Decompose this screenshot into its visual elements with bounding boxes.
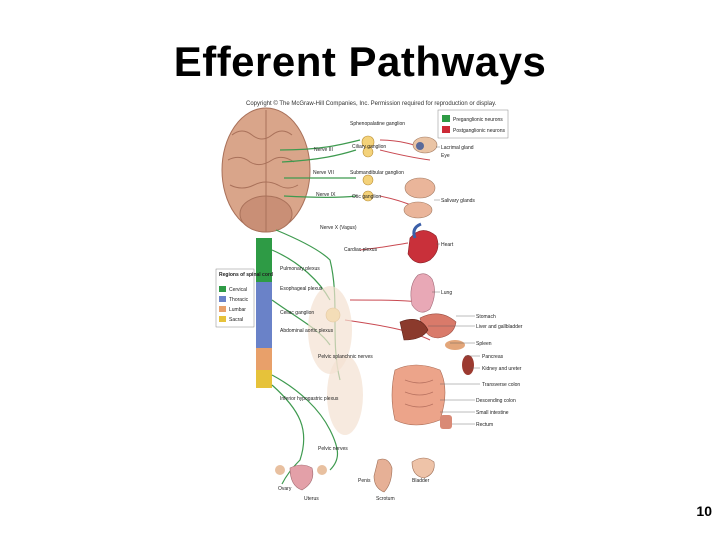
bladder-organ xyxy=(411,457,435,479)
label-pelvic-nerves: Pelvic nerves xyxy=(318,446,348,452)
label-nerve7: Nerve VII xyxy=(313,170,334,176)
label-pelvic-splanchnic: Pelvic splanchnic nerves xyxy=(318,354,373,360)
label-stomach: Stomach xyxy=(476,314,496,320)
legend-swatch-preganglionic xyxy=(442,115,450,122)
legend-swatch-thoracic xyxy=(219,296,226,302)
label-bladder: Bladder xyxy=(412,478,430,484)
label-lacrimal: Lacrimal gland xyxy=(441,145,474,151)
label-sphenopalatine: Sphenopalatine ganglion xyxy=(350,121,405,127)
organs xyxy=(275,136,474,493)
legend-label-lumbar: Lumbar xyxy=(229,307,246,313)
legend-swatch-postganglionic xyxy=(442,126,450,133)
label-abdominal: Abdominal aortic plexus xyxy=(280,328,334,334)
legend-swatch-sacral xyxy=(219,316,226,322)
kidney-organ xyxy=(462,355,474,375)
label-nerve9: Nerve IX xyxy=(316,192,336,198)
label-nerve3: Nerve III xyxy=(314,147,333,153)
legend-neurons: Preganglionic neurons Postganglionic neu… xyxy=(437,109,509,139)
legend-label-sacral: Sacral xyxy=(229,317,243,323)
label-penis: Penis xyxy=(358,478,371,484)
label-celiac: Celiac ganglion xyxy=(280,310,314,316)
label-descending-colon: Descending colon xyxy=(476,398,516,404)
liver-organ xyxy=(399,319,429,341)
leader-lines xyxy=(428,146,480,425)
label-inferior-hypogastric: Inferior hypogastric plexus xyxy=(280,396,339,402)
label-kidney: Kidney and ureter xyxy=(482,366,522,372)
slide-number: 10 xyxy=(696,503,712,519)
label-pulmonary: Pulmonary plexus xyxy=(280,266,320,272)
label-cardiac: Cardiac plexus xyxy=(344,247,378,253)
label-uterus: Uterus xyxy=(304,496,319,502)
spinal-cord xyxy=(256,238,272,388)
legend-label-cervical: Cervical xyxy=(229,287,247,293)
label-esophageal: Esophageal plexus xyxy=(280,286,323,292)
legend-label-thoracic: Thoracic xyxy=(229,297,249,303)
legend-spinal-title: Regions of spinal cord xyxy=(219,272,273,278)
label-scrotum: Scrotum xyxy=(376,496,395,502)
label-eye: Eye xyxy=(441,153,450,159)
salivary-organ xyxy=(404,177,436,199)
label-small-intestine: Small intestine xyxy=(476,410,509,416)
slide-title: Efferent Pathways xyxy=(173,38,547,85)
copyright-notice: Copyright © The McGraw-Hill Companies, I… xyxy=(246,101,497,107)
label-rectum: Rectum xyxy=(476,422,493,428)
preganglionic-pathways xyxy=(271,139,361,485)
penis-organ xyxy=(373,458,393,493)
label-transverse-colon: Transverse colon xyxy=(482,382,520,388)
legend-swatch-lumbar xyxy=(219,306,226,312)
legend-swatch-cervical xyxy=(219,286,226,292)
legend-label-preganglionic: Preganglionic neurons xyxy=(453,117,503,123)
brain-illustration xyxy=(221,107,311,233)
lung-organ xyxy=(410,273,435,313)
label-submandibular: Submandibular ganglion xyxy=(350,170,404,176)
pancreas-organ xyxy=(445,340,465,350)
legend-label-postganglionic: Postganglionic neurons xyxy=(453,128,505,134)
label-heart: Heart xyxy=(441,242,454,248)
background-shading xyxy=(308,286,363,435)
label-salivary: Salivary glands xyxy=(441,198,475,204)
label-nerve10: Nerve X (Vagus) xyxy=(320,225,357,231)
label-otic: Otic ganglion xyxy=(352,194,381,200)
label-ciliary: Ciliary ganglion xyxy=(352,144,386,150)
rectum-organ xyxy=(440,415,452,429)
uterus-organ xyxy=(289,464,314,491)
label-liver: Liver and gallbladder xyxy=(476,324,523,330)
label-spleen: Spleen xyxy=(476,341,492,347)
legend-spinal-cord: Regions of spinal cord Cervical Thoracic… xyxy=(215,268,273,328)
label-pancreas: Pancreas xyxy=(482,354,504,360)
label-ovary: Ovary xyxy=(278,486,292,492)
heart-organ xyxy=(407,230,439,264)
label-lung: Lung xyxy=(441,290,452,296)
